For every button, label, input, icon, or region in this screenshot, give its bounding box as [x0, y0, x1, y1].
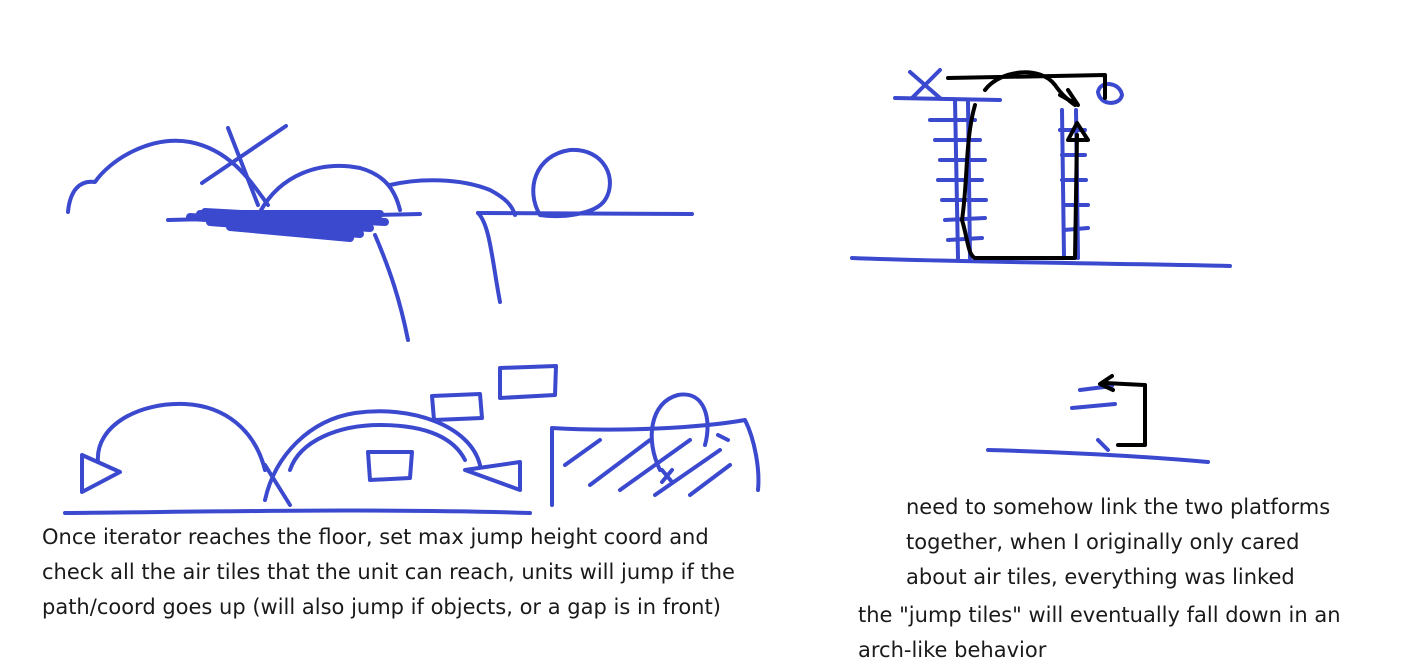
sketch-pillar-link [850, 68, 1232, 268]
circle-over-gap [649, 392, 710, 472]
floor-line-bottom [63, 508, 532, 515]
cross-mark [200, 124, 288, 207]
jump-arc-middle [258, 163, 402, 214]
obstacle-box-small [366, 450, 414, 482]
jump-path-arrow-top [1058, 88, 1080, 107]
x-marker [908, 68, 942, 100]
jump-arc-large [66, 138, 270, 214]
pillar-floor [850, 256, 1232, 268]
arrowhead-right [463, 460, 522, 492]
scribbled-fill [186, 208, 389, 242]
gap-wall-right [476, 211, 502, 304]
note-link-platforms: need to somehow link the two platforms t… [906, 495, 1331, 589]
climb-path [960, 103, 1079, 260]
target-circle-right [1096, 82, 1124, 105]
arc-over-box [263, 409, 482, 502]
jump-arc-third [388, 178, 517, 217]
hatched-area-frame [550, 418, 761, 507]
sketch-obstacle-jumps [63, 364, 761, 515]
arrowhead-left [80, 453, 122, 494]
circle-target [531, 147, 612, 219]
gap-wall-left [373, 233, 410, 342]
step-mark [1096, 438, 1110, 452]
note-jump-logic: Once iterator reaches the floor, set max… [42, 525, 735, 619]
floating-box-2 [498, 364, 558, 400]
arc-inner [288, 423, 467, 472]
step-path [1103, 381, 1147, 447]
step-floor [986, 448, 1210, 464]
arc-with-arrow-left [95, 401, 267, 472]
sketch-gap-jump [66, 124, 694, 342]
sketch-step-up [986, 374, 1210, 464]
climb-arrow-up [1066, 121, 1090, 142]
small-cross [660, 433, 730, 484]
step-arrowhead [1098, 374, 1115, 392]
hatch-lines [563, 438, 732, 497]
note-jump-tiles-arch: the "jump tiles" will eventually fall do… [858, 603, 1341, 662]
diagonal-mark [263, 463, 292, 507]
floating-box-1 [430, 392, 484, 422]
